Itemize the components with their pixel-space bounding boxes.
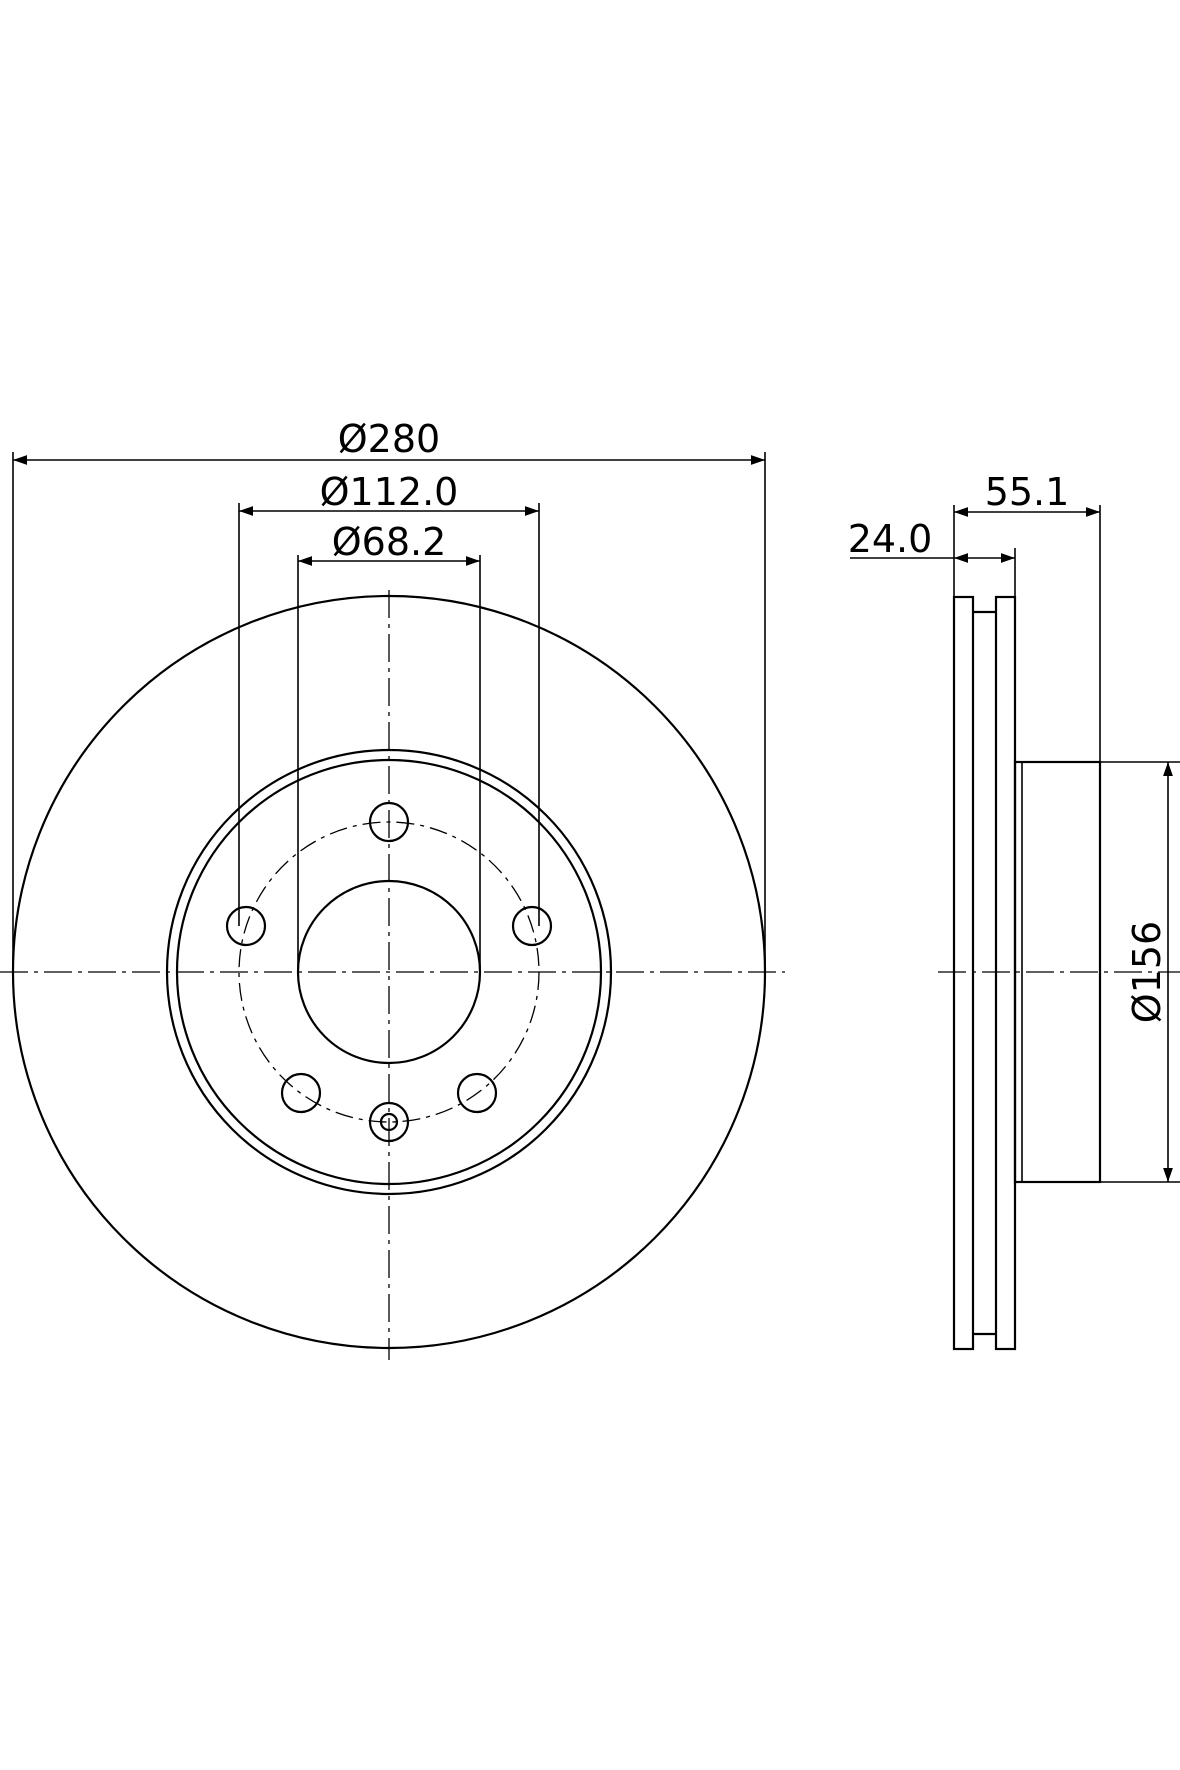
bolt-hole-top bbox=[368, 801, 410, 843]
total-height-label: 55.1 bbox=[985, 470, 1070, 514]
locating-screw-hole-inner bbox=[379, 1112, 399, 1132]
hub-ring-inner bbox=[175, 758, 603, 1186]
bolt-circle-label: Ø112.0 bbox=[320, 470, 459, 514]
hub-ring-outer bbox=[165, 748, 613, 1196]
bolt-hole-lower-right bbox=[456, 1072, 498, 1114]
bolt-hole-left bbox=[225, 905, 267, 947]
hub-diameter-label: Ø156 bbox=[1125, 921, 1169, 1023]
center-bore-label: Ø68.2 bbox=[332, 520, 447, 564]
bolt-hole-lower-left bbox=[280, 1072, 322, 1114]
friction-ring-outer bbox=[952, 595, 975, 1351]
locating-screw-hole-outer bbox=[368, 1101, 410, 1143]
bolt-hole-right bbox=[511, 905, 553, 947]
thickness-label: 24.0 bbox=[848, 517, 933, 561]
hub-hat bbox=[1013, 760, 1102, 1184]
friction-ring-inner bbox=[994, 595, 1017, 1351]
bolt-circle-line bbox=[238, 821, 540, 1123]
side-view: 55.1 24.0 Ø156 bbox=[848, 470, 1180, 1351]
outer-diameter-label: Ø280 bbox=[338, 417, 440, 461]
front-view: Ø280 Ø112.0 Ø68.2 bbox=[0, 417, 785, 1360]
